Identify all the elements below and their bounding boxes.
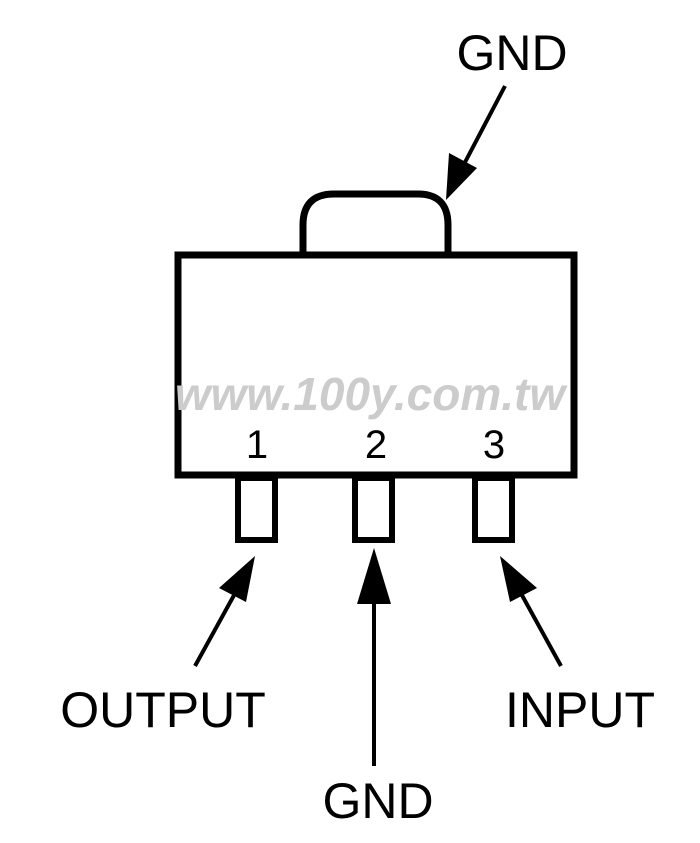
tab-gnd-arrow (446, 85, 507, 200)
pin-3-lead (472, 475, 515, 543)
package-tab (299, 190, 452, 255)
tab-gnd-label: GND (456, 25, 567, 81)
pin-number-2: 2 (365, 423, 387, 467)
package-body (174, 251, 578, 479)
gnd-label: GND (322, 773, 433, 829)
gnd-arrow (357, 548, 391, 766)
pin-2-lead (352, 475, 395, 543)
output-label: OUTPUT (60, 682, 266, 738)
input-label: INPUT (505, 682, 655, 738)
output-arrow (193, 556, 255, 667)
watermark-text: www.100y.com.tw (175, 368, 569, 420)
pin-number-1: 1 (246, 423, 268, 467)
input-arrow (500, 556, 563, 667)
pin-number-3: 3 (483, 423, 505, 467)
pin-1-lead (235, 475, 278, 543)
